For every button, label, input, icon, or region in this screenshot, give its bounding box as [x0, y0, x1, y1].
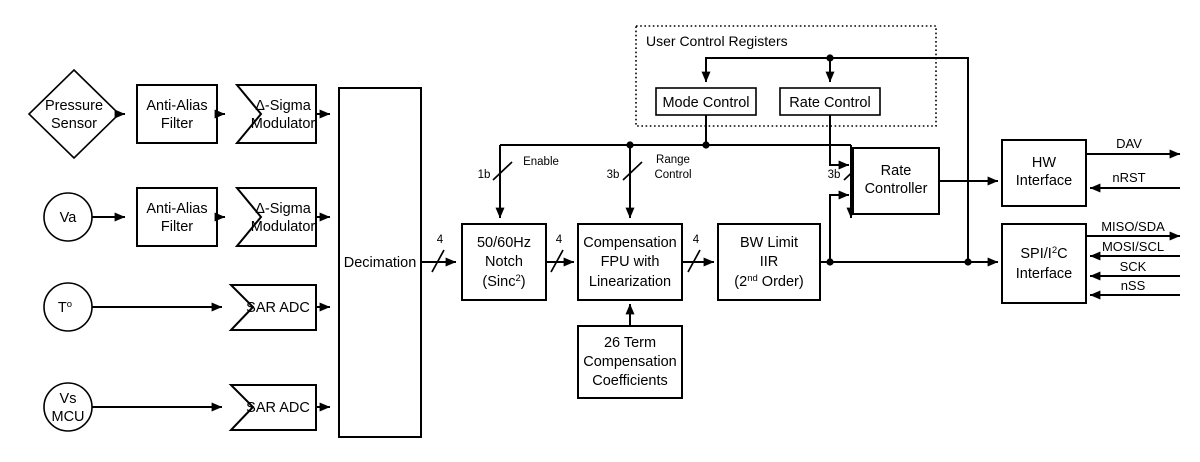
coefficients-label-line1: 26 Term — [604, 335, 656, 351]
bwlimit-label-line3: (2nd Order) — [734, 273, 803, 290]
bus-width-notch-out: 4 — [556, 234, 563, 246]
notch-label-line1: 50/60Hz — [477, 235, 531, 251]
serial-interface-label-line1: SPI/I2C — [1020, 245, 1067, 262]
block-decimation[interactable]: Decimation — [338, 87, 422, 438]
tap-label-range-control-line2: Control — [654, 169, 691, 181]
vs-mcu-label-line2: MCU — [51, 409, 84, 425]
tap-width-range-control: 3b — [607, 169, 620, 181]
junction-serial-bus — [964, 258, 972, 266]
compensation-label-line3: Linearization — [589, 274, 671, 290]
tap-slash-range-control — [622, 161, 643, 181]
aaf2-label-line2: Filter — [161, 219, 193, 235]
tap-slash-enable — [492, 161, 513, 181]
block-notch-filter[interactable]: 50/60Hz Notch (Sinc2) — [461, 223, 547, 301]
hw-interface-label-line1: HW — [1032, 155, 1056, 171]
source-pressure-sensor[interactable]: Pressure Sensor — [27, 68, 121, 160]
block-sar-adc-1[interactable]: SAR ADC — [228, 284, 317, 331]
tap-width-bw-control: 3b — [828, 169, 841, 181]
user-control-registers-label: User Control Registers — [646, 33, 788, 49]
mod1-label-line1: Δ-Sigma — [255, 98, 312, 114]
block-sar-adc-2[interactable]: SAR ADC — [228, 384, 317, 431]
block-mode-control[interactable]: Mode Control — [655, 87, 757, 116]
pressure-sensor-label-line2: Sensor — [51, 116, 97, 132]
signal-label-mosi-scl: MOSI/SCL — [1102, 239, 1164, 254]
block-hw-interface[interactable]: HW Interface — [1001, 139, 1087, 207]
sar-adc-1-label: SAR ADC — [246, 300, 310, 316]
mode-control-label: Mode Control — [662, 95, 749, 111]
notch-label-line2: Notch — [485, 254, 523, 270]
compensation-label-line1: Compensation — [583, 235, 677, 251]
pressure-sensor-label-line1: Pressure — [45, 98, 103, 114]
source-temperature[interactable]: To — [43, 282, 93, 332]
junction-range-tap — [626, 141, 634, 149]
block-delta-sigma-modulator-1[interactable]: Δ-Sigma Modulator — [234, 84, 317, 144]
mod2-label-line1: Δ-Sigma — [255, 201, 312, 217]
bwlimit-label-line2: IIR — [760, 254, 779, 270]
block-anti-alias-filter-2[interactable]: Anti-Alias Filter — [136, 187, 218, 247]
wire-rate-control-to-controller — [829, 115, 850, 170]
bus-slash-decimation-out — [431, 249, 445, 273]
block-delta-sigma-modulator-2[interactable]: Δ-Sigma Modulator — [234, 187, 317, 247]
block-compensation-coefficients[interactable]: 26 Term Compensation Coefficients — [577, 325, 683, 399]
compensation-label-line2: FPU with — [601, 254, 660, 270]
mod1-label-line2: Modulator — [251, 116, 316, 132]
block-rate-controller[interactable]: Rate Controller — [852, 147, 940, 215]
tap-width-enable: 1b — [478, 169, 491, 181]
source-va[interactable]: Va — [43, 192, 93, 242]
rate-control-label: Rate Control — [789, 95, 870, 111]
rate-controller-label-line1: Rate — [881, 163, 912, 179]
junction-register-bus — [826, 54, 834, 62]
va-label: Va — [60, 210, 78, 226]
signal-label-dav: DAV — [1116, 136, 1142, 151]
block-anti-alias-filter-1[interactable]: Anti-Alias Filter — [136, 84, 218, 144]
signal-label-nss: nSS — [1121, 278, 1146, 293]
aaf1-label-line1: Anti-Alias — [146, 98, 207, 114]
serial-interface-label-line2: Interface — [1016, 266, 1072, 282]
vs-mcu-label-line1: Vs — [60, 391, 77, 407]
decimation-label: Decimation — [344, 255, 417, 271]
temperature-label: To — [58, 299, 72, 316]
user-control-registers-group — [635, 25, 937, 127]
block-compensation-fpu[interactable]: Compensation FPU with Linearization — [577, 223, 683, 301]
bwlimit-label-line1: BW Limit — [740, 235, 798, 251]
tap-label-range-control-line1: Range — [656, 154, 690, 166]
signal-label-nrst: nRST — [1112, 170, 1145, 185]
bus-slash-compensation-out — [687, 249, 701, 273]
wire-serial-to-mode-control — [701, 57, 969, 262]
bus-width-compensation-out: 4 — [693, 234, 700, 246]
signal-label-sck: SCK — [1120, 259, 1147, 274]
coefficients-label-line3: Coefficients — [592, 373, 668, 389]
rate-controller-label-line2: Controller — [865, 181, 928, 197]
aaf1-label-line2: Filter — [161, 116, 193, 132]
tap-label-enable: Enable — [523, 156, 559, 168]
block-serial-interface[interactable]: SPI/I2C Interface — [1001, 223, 1087, 304]
sar-adc-2-label: SAR ADC — [246, 400, 310, 416]
aaf2-label-line1: Anti-Alias — [146, 201, 207, 217]
block-rate-control[interactable]: Rate Control — [779, 87, 881, 116]
bus-width-decimation-out: 4 — [437, 234, 444, 246]
source-vs-mcu[interactable]: Vs MCU — [43, 382, 93, 432]
coefficients-label-line2: Compensation — [583, 354, 677, 370]
mod2-label-line2: Modulator — [251, 219, 316, 235]
junction-mode-rail — [702, 141, 710, 149]
bus-slash-notch-out — [550, 249, 564, 273]
signal-label-miso-sda: MISO/SDA — [1101, 219, 1165, 234]
notch-label-line3: (Sinc2) — [482, 273, 525, 290]
block-bw-limit-iir[interactable]: BW Limit IIR (2nd Order) — [717, 223, 821, 301]
hw-interface-label-line2: Interface — [1016, 173, 1072, 189]
